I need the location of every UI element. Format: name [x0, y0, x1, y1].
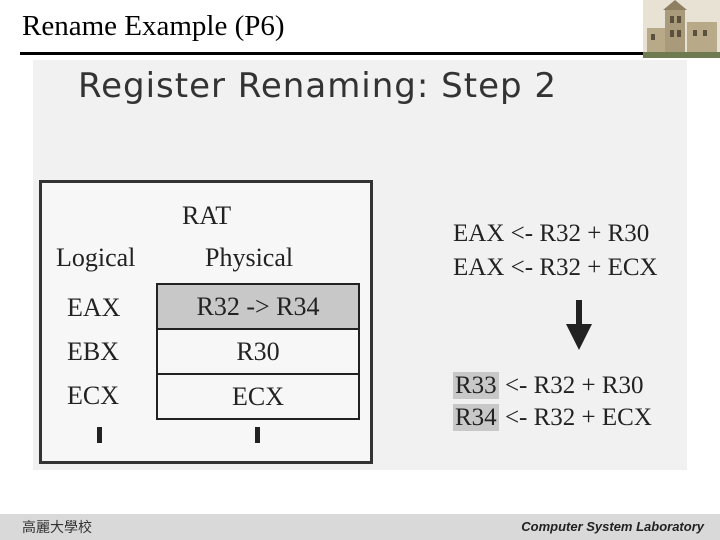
continuation-mark-physical — [255, 427, 260, 443]
footer-lab-name: Computer System Laboratory — [521, 519, 704, 534]
figure-heading: Register Renaming: Step 2 — [78, 66, 558, 106]
physical-column-header: Physical — [205, 243, 294, 272]
instruction-expr: <- R32 + ECX — [510, 254, 658, 281]
logical-register-ebx: EBX — [67, 337, 119, 366]
scanned-figure: Register Renaming: Step 2 RAT Logical Ph… — [33, 60, 687, 470]
instruction-before-2: EAX <- R32 + ECX — [453, 254, 658, 282]
instruction-before-1: EAX <- R32 + R30 — [453, 220, 649, 248]
physical-mapping-ebx: R30 — [158, 328, 358, 373]
down-arrow-head — [566, 324, 592, 350]
logical-register-ecx: ECX — [67, 381, 119, 410]
instruction-dest: EAX — [453, 254, 505, 281]
instruction-expr: <- R32 + R30 — [504, 372, 644, 399]
slide-title: Rename Example (P6) — [22, 10, 285, 42]
university-building-logo — [643, 0, 720, 58]
rat-table: RAT Logical Physical EAX EBX ECX R32 -> … — [39, 180, 373, 464]
instruction-dest-renamed: R33 — [453, 372, 499, 399]
physical-mapping-ecx: ECX — [158, 373, 358, 418]
rat-label: RAT — [182, 201, 232, 230]
instruction-after-1: R33 <- R32 + R30 — [453, 372, 644, 400]
title-divider — [20, 52, 692, 55]
instruction-after-2: R34 <- R32 + ECX — [453, 404, 652, 432]
down-arrow-icon — [576, 300, 582, 326]
footer-bar: 高麗大學校 Computer System Laboratory — [0, 514, 720, 540]
instruction-expr: <- R32 + R30 — [510, 220, 650, 247]
logical-register-eax: EAX — [67, 293, 121, 322]
instruction-dest: EAX — [453, 220, 505, 247]
footer-university: 高麗大學校 — [22, 521, 92, 536]
logical-column-header: Logical — [56, 243, 136, 272]
physical-mapping-eax: R32 -> R34 — [158, 285, 358, 328]
instruction-expr: <- R32 + ECX — [504, 404, 652, 431]
physical-mapping-table: R32 -> R34 R30 ECX — [156, 283, 360, 420]
instruction-dest-renamed: R34 — [453, 404, 499, 431]
continuation-mark-logical — [97, 427, 102, 443]
